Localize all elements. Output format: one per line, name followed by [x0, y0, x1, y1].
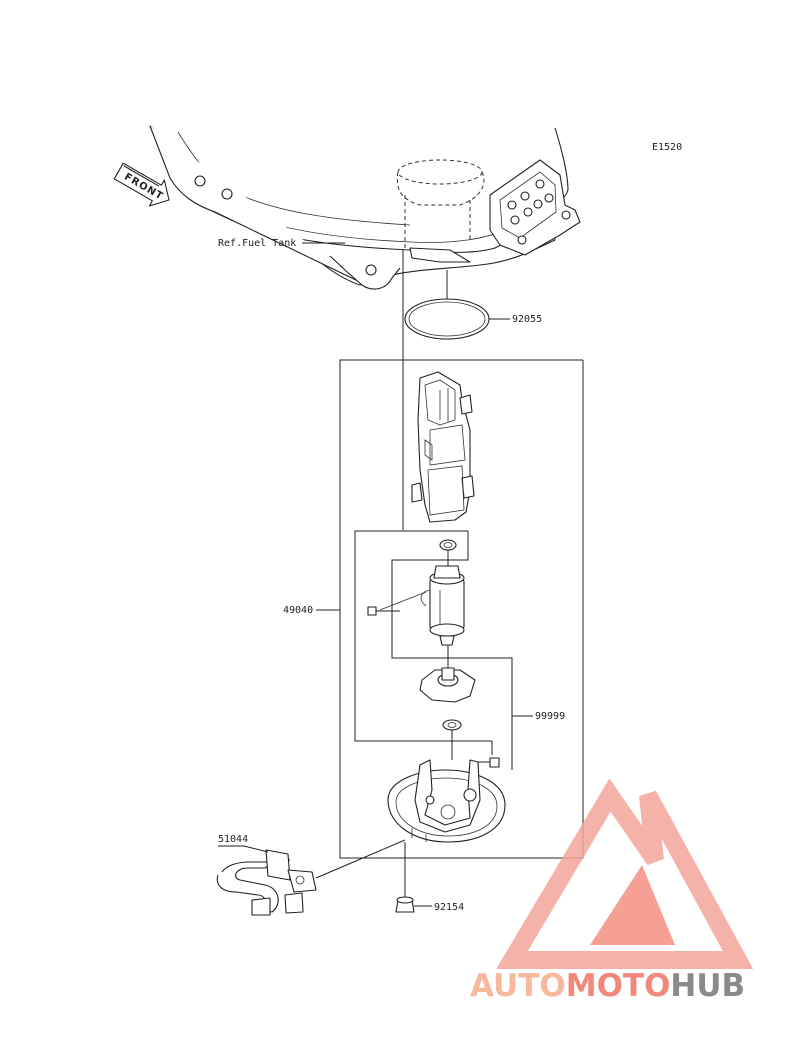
bolt-small	[478, 757, 500, 768]
watermark-logo: AUTOMOTOHUB	[470, 778, 754, 1004]
part-label-pump-assembly: 49040	[283, 605, 313, 616]
part-label-bolt: 92154	[434, 902, 464, 913]
pressure-regulator	[419, 645, 476, 703]
flange-bolt	[395, 842, 415, 913]
watermark-triangle-icon	[496, 778, 754, 969]
pump-base-flange	[387, 759, 506, 843]
fuel-pump-motor	[379, 565, 465, 646]
fuel-tank-bracket	[149, 125, 581, 290]
fuel-pump-housing	[411, 371, 475, 523]
part-label-gasket: 92055	[512, 314, 542, 325]
part-label-pump-kit: 99999	[535, 711, 565, 722]
svg-text:AUTOMOTOHUB: AUTOMOTOHUB	[470, 968, 745, 1004]
gasket-ring	[404, 270, 490, 340]
watermark-part2: MOTO	[566, 968, 671, 1004]
watermark-part3: HUB	[670, 968, 745, 1004]
fuel-hose	[216, 839, 406, 916]
o-ring-bottom	[442, 719, 462, 731]
diagram-code: E1520	[652, 142, 682, 153]
ref-label: Ref.Fuel Tank	[218, 238, 296, 249]
part-label-hose: 51044	[218, 834, 248, 845]
watermark-part1: AUTO	[470, 968, 566, 1004]
o-ring-top	[439, 539, 457, 551]
screw-small	[367, 606, 400, 616]
